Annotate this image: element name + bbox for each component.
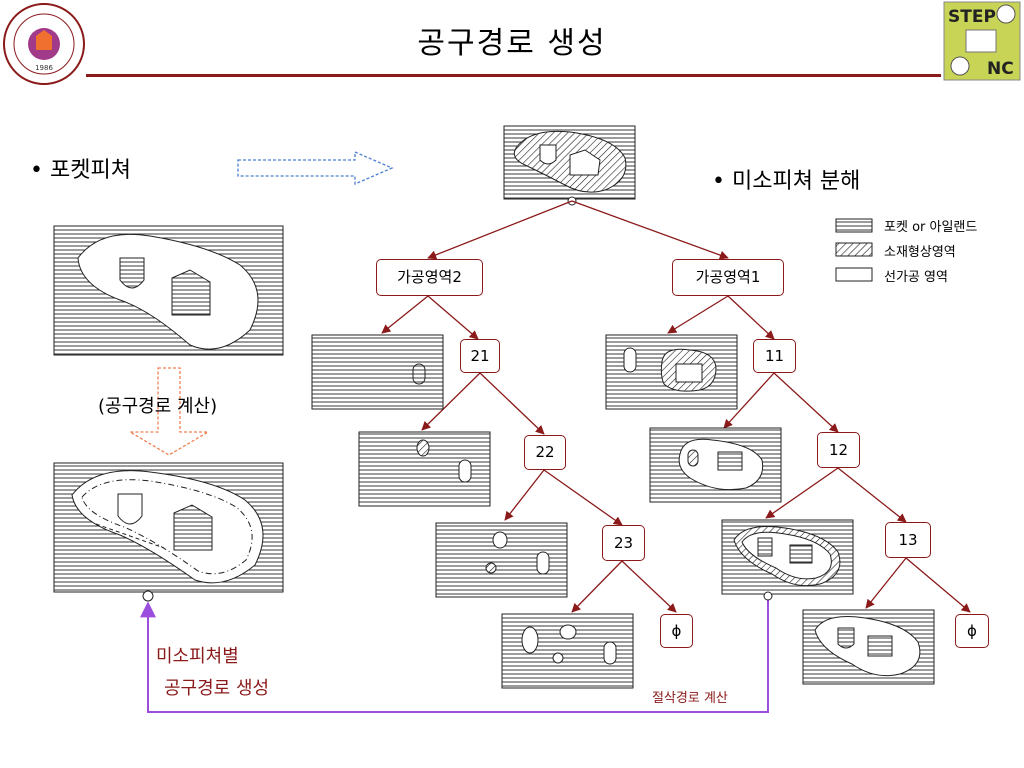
node-21: 21: [460, 339, 500, 373]
node-12: 12: [817, 432, 860, 468]
pocket-feature-image: [53, 225, 284, 356]
micro-feature-bullet: • 미소피쳐 분해: [712, 169, 861, 194]
decompose-arrow: [237, 151, 394, 185]
micro-label-line1: 미소피쳐별: [156, 646, 239, 667]
tree-edges: [381, 200, 971, 613]
cut-path-label: 절삭경로 계산: [652, 691, 728, 706]
thumb-area2-a: [311, 334, 444, 410]
university-logo: 1986: [3, 3, 85, 85]
legend-item-pocket: 포켓 or 아일랜드: [884, 216, 977, 235]
pocket-feature-bullet: • 포켓피쳐: [30, 158, 131, 183]
node-22: 22: [524, 435, 566, 470]
legend-pocket-suffix: 아일랜드: [929, 220, 978, 235]
svg-text:1986: 1986: [35, 64, 53, 72]
legend-item-stock: 소재형상영역: [884, 245, 956, 260]
svg-text:STEP: STEP: [948, 7, 996, 27]
node-23: 23: [602, 525, 645, 561]
legend-pocket-prefix: 포켓: [884, 220, 908, 235]
thumb-13: [802, 609, 935, 685]
legend-swatches: [835, 218, 873, 282]
root-image: [503, 125, 636, 206]
thumb-11: [649, 427, 782, 503]
legend-pocket-or: or: [912, 220, 926, 235]
thumb-22: [435, 522, 568, 598]
svg-text:NC: NC: [987, 59, 1014, 79]
toolpath-image: [53, 462, 284, 602]
node-phi-left: ϕ: [660, 614, 693, 648]
legend-item-premachined: 선가공 영역: [884, 270, 948, 285]
node-13: 13: [885, 522, 931, 558]
node-area1: 가공영역1: [672, 259, 784, 296]
node-11: 11: [753, 339, 796, 373]
stepnc-logo: STEP NC: [943, 1, 1021, 81]
thumb-12: [721, 519, 854, 601]
title-rule: [86, 74, 941, 77]
calc-arrow: [127, 367, 211, 456]
thumb-23: [501, 613, 634, 689]
thumb-21: [358, 431, 491, 507]
micro-label-line2: 공구경로 생성: [164, 678, 270, 699]
thumb-area1-a: [605, 334, 738, 410]
node-area2: 가공영역2: [376, 259, 483, 296]
return-arrow: [140, 598, 769, 713]
page-title: 공구경로 생성: [417, 26, 607, 61]
calc-label: (공구경로 계산): [98, 396, 218, 417]
node-phi-right: ϕ: [955, 614, 989, 648]
